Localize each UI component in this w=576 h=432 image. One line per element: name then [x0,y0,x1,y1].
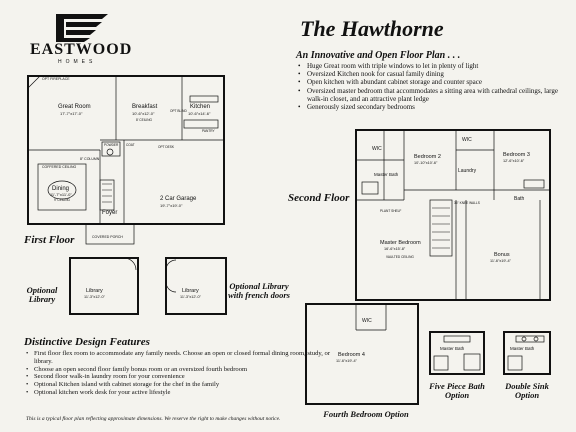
wic-label: WIC [372,146,382,152]
logo-brand: EASTWOOD [30,41,133,58]
footnote: This is a typical floor plan reflecting … [26,416,281,422]
optional-library-french-plan: Library 11'-3"x12'-0" [165,257,227,315]
laundry-label: Laundry [458,168,477,174]
logo-sub: HOMES [58,59,97,65]
list-item: Open kitchen with abundant cabinet stora… [298,78,560,86]
bonus-name: Bonus [494,252,510,258]
breakfast-name: Breakfast [132,104,158,110]
library-dims: 11'-3"x12'-0" [84,295,106,299]
list-item: First floor flex room to accommodate any… [26,350,336,366]
page-title: The Hawthorne [300,16,444,41]
list-item: Choose an open second floor family bonus… [26,366,336,374]
library-french-room: Library [182,288,199,294]
foyer-name: Foyer [102,210,117,216]
great-room-name: Great Room [58,104,91,110]
first-floor-label: First Floor [24,234,75,246]
master-bedroom-note: VAULTED CEILING [386,255,414,259]
second-floor-plan: WIC Master Bath Bedroom 2 10'-10"x10'-6"… [355,129,551,301]
double-sink-plan: Master Bath [503,331,551,375]
eastwood-logo-mark [56,14,108,42]
porch-label: COVERED PORCH [92,235,123,239]
feature-list: Huge Great room with triple windows to l… [298,62,560,111]
library-room: Library [86,288,103,294]
list-item: Optional Kitchen island with cabinet sto… [26,381,336,389]
double-sink-room: Master Bath [510,346,535,351]
plant-shelf-label: PLANT SHELF [380,209,401,213]
double-sink-label: Double Sink Option [505,381,549,400]
bedroom3-name: Bedroom 3 [503,152,530,158]
knee-walls-label: 36" KNEE WALLS [454,201,480,205]
distinctive-list: First floor flex room to accommodate any… [26,350,336,397]
opt-desk-label: OPT DESK [158,145,175,149]
fireplace-label: OPT FIREPLACE [42,77,70,81]
optional-library-label: Optional Library [26,285,58,304]
list-item: Huge Great room with triple windows to l… [298,62,560,70]
optional-library-french-label: Optional Library with french doors [228,281,290,300]
dining-name: Dining [52,186,69,192]
library-french-dims: 11'-3"x12'-0" [180,295,202,299]
five-piece-room: Master Bath [440,346,465,351]
dining-note: 9' CEILING [54,198,71,202]
garage-dims: 19'-7"x19'-0" [160,203,183,208]
fourth-bedroom-label: Fourth Bedroom Option [323,409,409,419]
bedroom3-dims: 12'-6"x10'-6" [503,159,525,163]
page-subtitle: An Innovative and Open Floor Plan . . . [296,50,461,61]
list-item: Oversized Kitchen nook for casual family… [298,70,560,78]
five-piece-bath-plan: Master Bath [429,331,485,375]
list-item: Oversized master bedroom that accommodat… [298,87,560,103]
optional-library-plan: Library 11'-3"x12'-0" [69,257,139,315]
great-room-dims: 17'-7"x17'-0" [60,111,83,116]
bedroom2-name: Bedroom 2 [414,154,441,160]
bedroom4-name: Bedroom 4 [338,352,365,358]
coat-label: COAT [126,143,135,147]
master-bedroom-dims: 16'-6"x15'-8" [384,247,406,251]
first-floor-plan: OPT FIREPLACE Great Room 17'-7"x17'-0" B… [27,75,225,245]
kitchen-name: Kitchen [190,104,210,110]
distinctive-title: Distinctive Design Features [24,336,150,348]
coffered-label: COFFERED CEILING [42,165,77,169]
wic2-label: WIC [462,137,472,143]
columns-label: 8" COLUMN [80,157,100,161]
breakfast-note: 8' CEILING [136,118,153,122]
dining-dims: 11'-7"x11'-0" [50,192,72,197]
kitchen-dims: 10'-6"x14'-6" [188,111,211,116]
bedroom4-dims: 11'-6"x19'-4" [336,359,358,363]
bedroom4-wic: WIC [362,318,372,324]
list-item: Optional kitchen work desk for your acti… [26,389,336,397]
five-piece-label: Five Piece Bath Option [429,381,485,400]
list-item: Second floor walk-in laundry room for yo… [26,373,336,381]
pantry-label: PANTRY [202,129,216,133]
bonus-dims: 11'-6"x19'-4" [490,259,512,263]
powder-label: POWDER [104,143,119,147]
bedroom2-dims: 10'-10"x10'-6" [414,161,438,165]
bath-label: Bath [514,196,525,202]
blind-label: OPT BLIND [170,109,187,113]
master-bath-label: Master Bath [374,172,399,177]
breakfast-dims: 10'-6"x12'-0" [132,111,155,116]
garage-name: 2 Car Garage [160,196,197,202]
second-floor-label: Second Floor [288,192,350,204]
list-item: Generously sized secondary bedrooms [298,103,560,111]
master-bedroom-name: Master Bedroom [380,240,421,246]
